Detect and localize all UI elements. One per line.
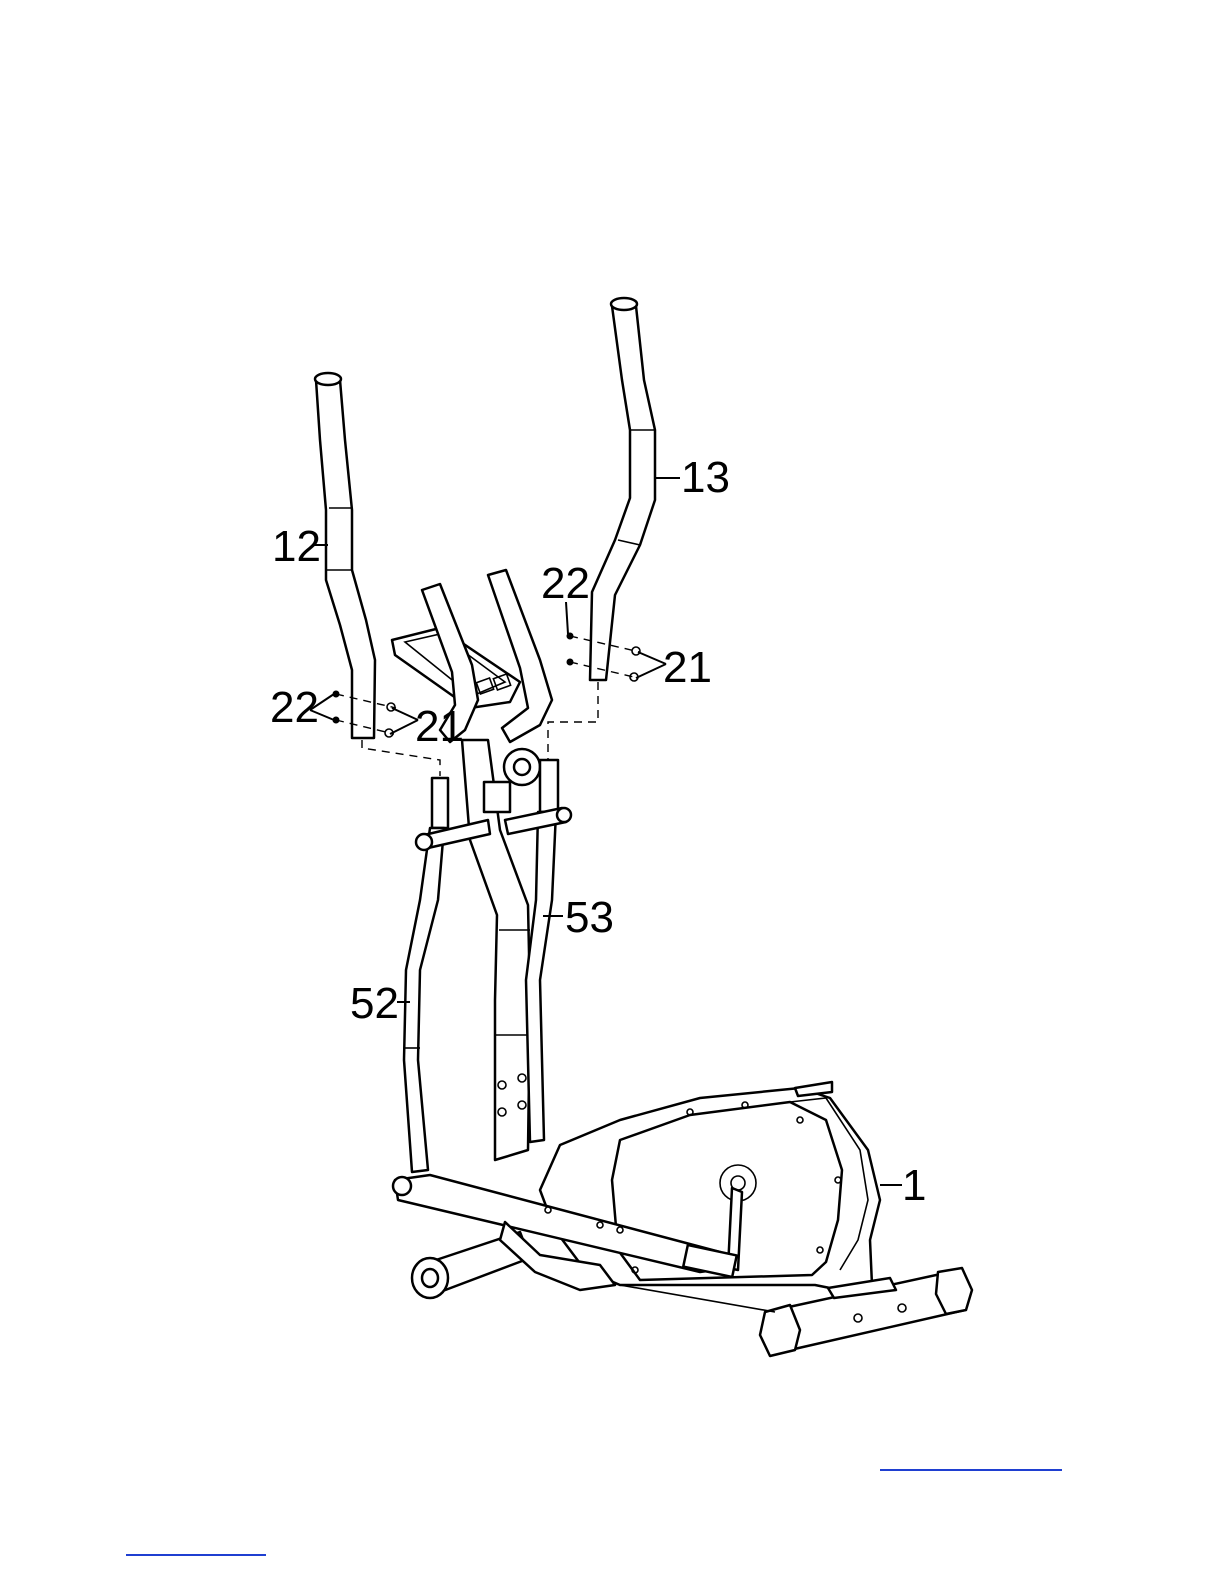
link-underline-bottom-left[interactable] [126,1554,266,1556]
right-upper-handlebar [590,298,655,680]
callout-13: 13 [681,453,730,502]
callout-22-left: 22 [270,683,319,732]
callout-22-right: 22 [541,559,590,608]
callout-12: 12 [272,522,321,571]
left-lower-handlebar [404,778,490,1172]
callout-21-right: 21 [663,643,712,692]
left-upper-handlebar [315,373,375,738]
callout-53: 53 [565,893,614,942]
callout-21-left: 21 [415,702,464,751]
link-underline-right[interactable] [880,1469,1062,1471]
callout-52: 52 [350,979,399,1028]
callout-1: 1 [902,1161,926,1210]
